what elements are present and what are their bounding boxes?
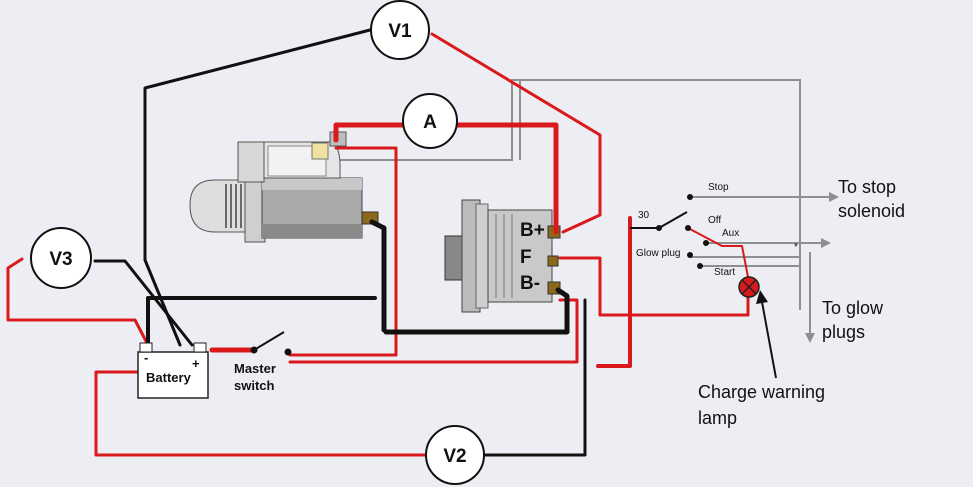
- switch-glow-plug-label: Glow plug: [636, 248, 680, 259]
- starter-motor: [189, 131, 379, 243]
- switch-aux-label: Aux: [722, 228, 739, 239]
- signal-wires: [330, 79, 839, 343]
- positive-wires: [6, 32, 750, 457]
- alternator-b-minus-label: B-: [520, 273, 540, 294]
- negative-wires: [93, 28, 587, 457]
- ammeter: A: [402, 93, 458, 149]
- master-switch-label-2: switch: [234, 378, 275, 393]
- master-switch-label-1: Master: [234, 361, 276, 376]
- voltmeter-v3-label: V3: [49, 249, 72, 270]
- voltmeter-v1-label: V1: [388, 21, 412, 42]
- charge-lamp-label-2: lamp: [698, 408, 737, 428]
- terminal-30-label: 30: [638, 210, 650, 221]
- voltmeter-v2-label: V2: [443, 446, 466, 467]
- charge-warning-lamp: [738, 276, 777, 379]
- alternator-b-plus-label: B+: [520, 220, 545, 241]
- alternator: B+ F B-: [444, 199, 561, 313]
- glow-plugs-label-2: plugs: [822, 322, 865, 342]
- ignition-switch: 30 Stop Off Aux Glow plug Start *: [630, 182, 798, 278]
- voltmeter-v1: V1: [370, 0, 430, 60]
- battery: - + Battery: [137, 342, 209, 399]
- switch-off-label: Off: [708, 215, 721, 226]
- battery-positive-label: +: [192, 356, 200, 371]
- voltmeter-v2: V2: [425, 425, 485, 485]
- switch-stop-label: Stop: [708, 182, 729, 193]
- master-switch: Master switch: [234, 331, 292, 393]
- ammeter-label: A: [423, 112, 437, 133]
- switch-start-label: Start: [714, 267, 735, 278]
- stop-solenoid-label-1: To stop: [838, 177, 896, 197]
- charge-lamp-label-1: Charge warning: [698, 382, 825, 402]
- switch-star-label: *: [794, 242, 798, 253]
- battery-negative-label: -: [144, 350, 148, 365]
- voltmeter-v3: V3: [30, 227, 92, 289]
- battery-label: Battery: [146, 370, 192, 385]
- glow-plugs-label-1: To glow: [822, 298, 884, 318]
- alternator-field-label: F: [520, 247, 532, 268]
- stop-solenoid-label-2: solenoid: [838, 201, 905, 221]
